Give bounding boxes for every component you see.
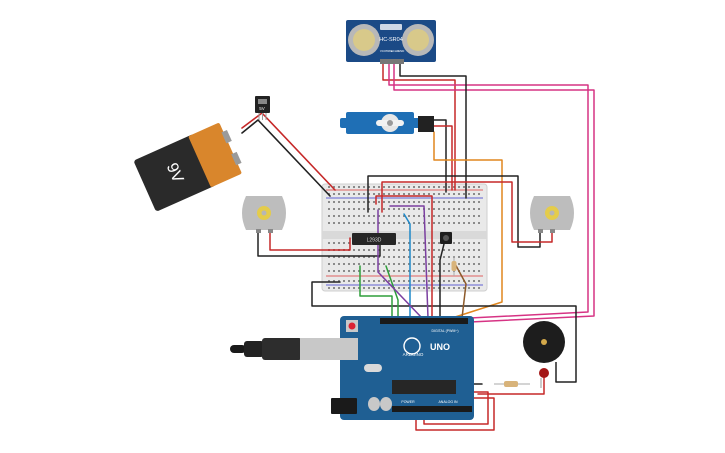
servo-motor[interactable] bbox=[340, 112, 434, 134]
wire-green-2[interactable] bbox=[385, 265, 399, 319]
motor-driver-ic[interactable]: L293D bbox=[352, 233, 396, 245]
wire-servo-orange[interactable] bbox=[433, 131, 503, 319]
usb-cable[interactable] bbox=[230, 338, 322, 360]
wire-green-1[interactable] bbox=[359, 265, 393, 319]
wire-servo-red[interactable] bbox=[433, 125, 453, 191]
arduino-analog-header-label: ANALOG IN bbox=[438, 400, 458, 404]
wire-brown[interactable] bbox=[453, 261, 467, 319]
driver-ic-label: L293D bbox=[367, 238, 382, 244]
ultrasonic-pin-gnd: GND bbox=[398, 49, 406, 53]
dc-motor-left[interactable] bbox=[242, 196, 286, 233]
wire-purple-2[interactable] bbox=[377, 209, 423, 319]
wire-ultrasonic-trig-pink[interactable] bbox=[388, 61, 589, 319]
ultrasonic-model-label: HC-SR04 bbox=[379, 37, 403, 43]
arduino-digital-header-label: DIGITAL (PWM~) bbox=[431, 329, 458, 333]
wire-servo-black[interactable] bbox=[433, 119, 447, 193]
arduino-uno[interactable]: ARDUINO UNO DIGITAL (PWM~) POWER ANALOG … bbox=[322, 316, 474, 420]
arduino-board-label: UNO bbox=[430, 342, 450, 352]
regulator-label: 5V bbox=[259, 106, 265, 111]
wire-ultrasonic-vcc[interactable] bbox=[382, 61, 456, 191]
wire-motor-right-black[interactable] bbox=[367, 175, 541, 248]
led-resistor[interactable] bbox=[494, 381, 530, 387]
ultrasonic-sensor[interactable]: HC-SR04 VCC TRIG ECHO GND bbox=[346, 20, 436, 64]
ultrasonic-pin-vcc: VCC bbox=[380, 49, 387, 53]
dc-motor-right[interactable] bbox=[530, 196, 574, 233]
wire-ultrasonic-echo-pink[interactable] bbox=[393, 61, 595, 323]
battery-voltage-label: 9V bbox=[163, 161, 187, 186]
led-red[interactable] bbox=[539, 368, 549, 388]
wire-led-red[interactable] bbox=[477, 375, 545, 395]
ultrasonic-pin-echo: ECHO bbox=[391, 49, 400, 53]
arduino-brand-label: ARDUINO bbox=[403, 352, 424, 357]
voltage-regulator[interactable]: 5V bbox=[255, 96, 270, 120]
arduino-power-header-label: POWER bbox=[401, 400, 415, 404]
wire-ultrasonic-gnd[interactable] bbox=[399, 61, 467, 199]
push-button[interactable] bbox=[440, 232, 452, 244]
wire-gnd-loop[interactable] bbox=[311, 281, 577, 383]
breadboard[interactable] bbox=[321, 183, 488, 292]
ultrasonic-pin-trig: TRIG bbox=[385, 49, 393, 53]
wire-purple-1[interactable] bbox=[389, 205, 429, 319]
wire-motor-right-red[interactable] bbox=[381, 181, 553, 243]
breadboard-resistor[interactable] bbox=[451, 256, 457, 276]
wire-red-ic[interactable] bbox=[375, 195, 433, 319]
piezo-buzzer[interactable] bbox=[523, 321, 565, 382]
wire-motor-left-black[interactable] bbox=[257, 231, 381, 257]
wire-battery-black[interactable] bbox=[241, 119, 331, 197]
wire-motor-left-red[interactable] bbox=[269, 231, 351, 251]
wire-blue[interactable] bbox=[403, 213, 411, 319]
battery-9v[interactable]: 9V bbox=[133, 121, 245, 212]
